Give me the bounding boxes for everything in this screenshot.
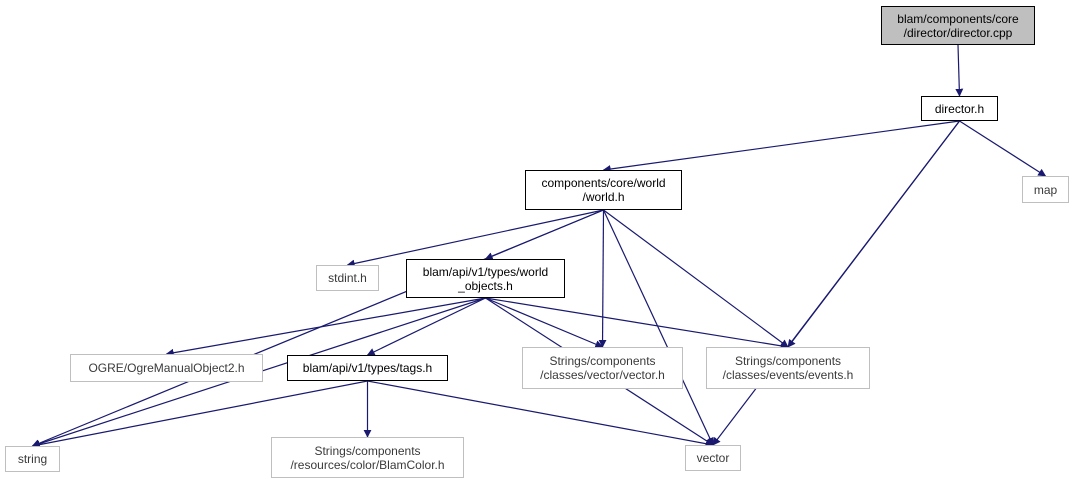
edge-world_objects_h-to-tags_h: [366, 297, 486, 356]
node-line: blam/components/core: [897, 11, 1019, 26]
edge-world_objects_h-to-ogre_manual_object: [165, 297, 486, 357]
edge-director_h-to-vector: [712, 120, 960, 446]
edge-director_h-to-world_h: [602, 120, 960, 173]
edge-world_objects_h-to-vector_h: [485, 297, 604, 348]
node-events-h[interactable]: Strings/components /classes/events/event…: [706, 347, 870, 389]
node-line: string: [17, 452, 48, 466]
node-line: blam/api/v1/types/tags.h: [302, 361, 433, 375]
node-stdint-h[interactable]: stdint.h: [316, 265, 379, 291]
node-line: vector: [696, 451, 730, 465]
node-tags-h[interactable]: blam/api/v1/types/tags.h: [287, 355, 448, 381]
node-line: _objects.h: [458, 278, 513, 293]
node-line: Strings/components: [734, 354, 842, 368]
node-line: map: [1033, 182, 1058, 197]
node-line: /resources/color/BlamColor.h: [290, 457, 445, 472]
node-line: Strings/components: [314, 443, 421, 458]
edge-world_h-to-stdint_h: [346, 209, 604, 268]
node-vector-h[interactable]: Strings/components /classes/vector/vecto…: [522, 347, 683, 389]
node-line: components/core/world: [541, 176, 666, 190]
edge-director_cpp-to-director_h: [955, 44, 964, 97]
edge-world_h-to-events_h: [603, 209, 789, 348]
node-line: /world.h: [582, 190, 625, 204]
edge-director_h-to-map: [959, 120, 1047, 177]
node-string[interactable]: string: [5, 446, 60, 472]
node-line: /director/director.cpp: [903, 25, 1013, 40]
node-line: /classes/events/events.h: [722, 368, 854, 382]
node-line: stdint.h: [328, 271, 367, 285]
node-line: OGRE/OgreManualObject2.h: [88, 361, 245, 375]
edge-world_h-to-vector: [602, 209, 714, 446]
node-line: Strings/components: [549, 354, 656, 368]
node-line: director.h: [934, 101, 985, 116]
node-director-h[interactable]: director.h: [921, 96, 998, 121]
edge-tags_h-to-string: [31, 380, 368, 449]
node-vector[interactable]: vector: [685, 445, 741, 471]
edge-world_objects_h-to-events_h: [485, 297, 789, 350]
node-world-h[interactable]: components/core/world /world.h: [525, 170, 682, 210]
node-blam-color-h[interactable]: Strings/components /resources/color/Blam…: [271, 437, 464, 478]
node-map[interactable]: map: [1022, 176, 1069, 203]
node-line: /classes/vector/vector.h: [540, 368, 665, 382]
edge-tags_h-to-vector: [367, 380, 714, 448]
node-director-cpp[interactable]: blam/components/core /director/director.…: [881, 6, 1035, 45]
node-ogre-manual-object[interactable]: OGRE/OgreManualObject2.h: [70, 354, 263, 382]
edge-world_h-to-vector_h: [598, 209, 607, 348]
node-world-objects-h[interactable]: blam/api/v1/types/world _objects.h: [406, 259, 565, 298]
node-line: blam/api/v1/types/world: [422, 264, 549, 279]
